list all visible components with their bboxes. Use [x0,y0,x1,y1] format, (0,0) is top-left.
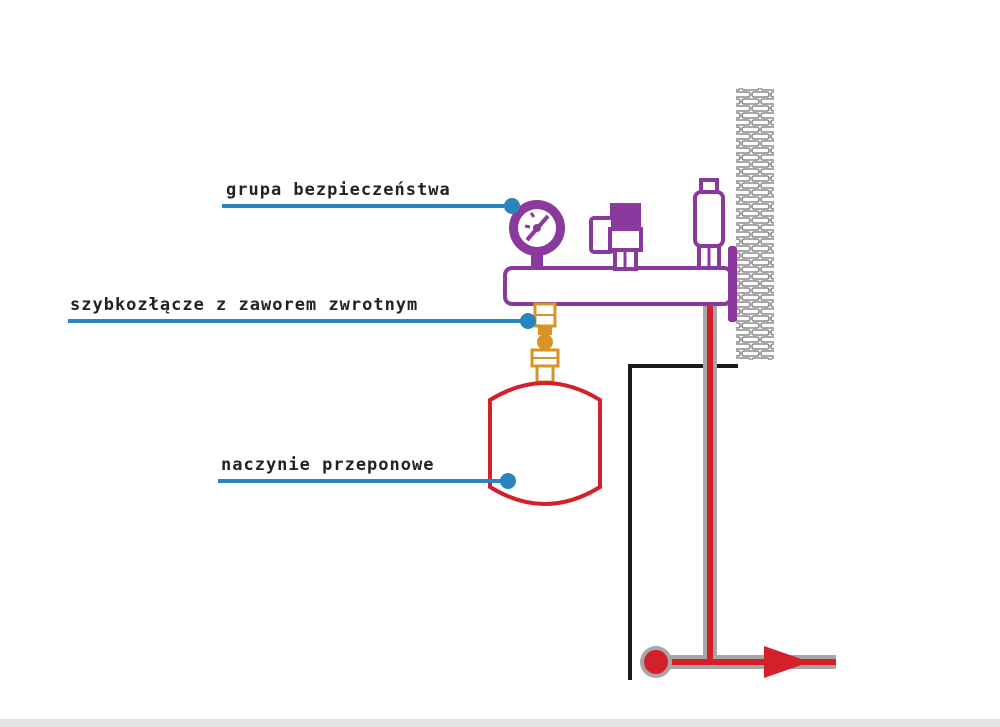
safety-valve-icon [589,203,643,271]
flow-arrow-icon [764,646,810,678]
label-quick-coupling: szybkozłącze z zaworem zwrotnym [70,295,419,315]
black-boundary-line [628,364,738,680]
bottom-edge-strip [0,719,1000,727]
wall-bracket [728,246,737,322]
pipe-end-cap-icon [640,646,672,678]
air-vent-icon [693,178,725,270]
label-expansion-vessel: naczynie przeponowe [221,455,435,475]
manifold-bar [503,266,733,306]
brick-wall [736,88,774,360]
quick-coupling-icon [530,302,560,384]
label-safety-group: grupa bezpieczeństwa [226,180,451,200]
expansion-vessel-icon [488,381,602,506]
leader-lines [68,198,536,489]
pressure-gauge-icon [509,200,565,270]
